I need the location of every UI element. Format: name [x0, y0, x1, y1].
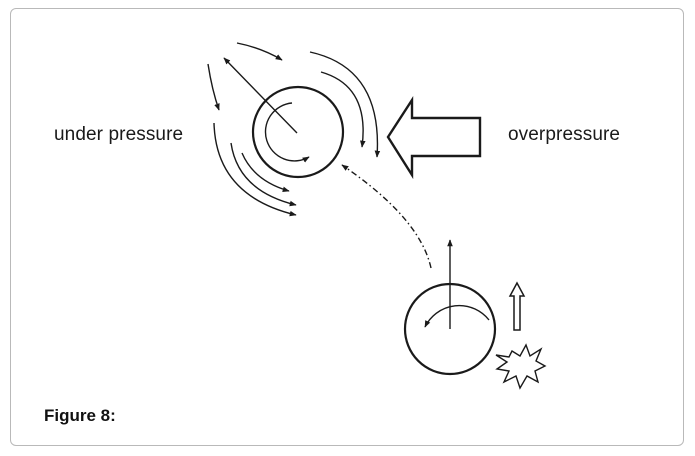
- flow-arrow-left-inner: [241, 152, 290, 192]
- overpressure-arrow: [386, 95, 482, 180]
- figure-frame: [10, 8, 684, 446]
- upper-bubble: [223, 57, 345, 179]
- flow-arrows: [207, 42, 381, 217]
- flow-arrow-right-outer: [309, 51, 381, 158]
- figure-caption: Figure 8:: [44, 406, 116, 425]
- under-pressure-label: under pressure: [54, 124, 184, 145]
- flow-arrow-left-upper: [207, 63, 220, 111]
- small-up-arrow: [508, 281, 526, 331]
- upper-motion-arrow: [223, 57, 298, 134]
- flow-arrow-top-left: [236, 42, 283, 61]
- upper-rotation-arrow: [264, 102, 310, 163]
- lower-bubble: [403, 239, 497, 376]
- overpressure-label: overpressure: [508, 124, 621, 145]
- flow-arrow-left-outer: [213, 122, 297, 217]
- trajectory-dashed-arrow: [341, 164, 432, 269]
- upper-bubble-circle: [251, 85, 345, 179]
- flow-arrow-left-middle: [230, 142, 297, 207]
- flow-arrow-right-inner: [320, 71, 366, 148]
- burst-icon: [495, 343, 547, 390]
- lower-rotation-arrow: [424, 304, 490, 328]
